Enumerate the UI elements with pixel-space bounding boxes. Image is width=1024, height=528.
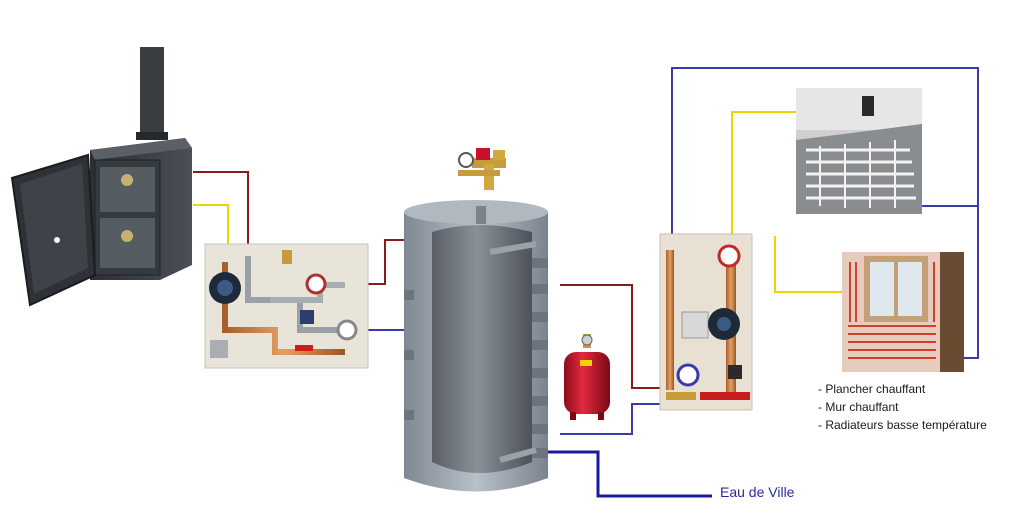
underfloor-heating-photo: [796, 88, 922, 214]
wood-stove: [10, 47, 192, 307]
safety-pressure-gauge: [458, 152, 474, 168]
tank-to-heating-hot-pipe: [560, 284, 662, 389]
wall-heating-photo: [842, 252, 964, 372]
stove-flow-pipe: [193, 171, 249, 250]
heating-thermometer: [717, 244, 741, 268]
boiler-gauge: [336, 319, 358, 341]
stove-upper-knob: [121, 174, 133, 186]
heating-pump-station: [659, 233, 753, 411]
tank-to-heating-cold-pipe: [560, 403, 660, 435]
boiler-pump-station: [204, 243, 369, 369]
buffer-tank: [404, 200, 548, 492]
stove-lower-knob: [121, 230, 133, 242]
water-supply-pipe: [540, 450, 712, 498]
heating-gauge: [676, 363, 700, 387]
heating-flow-yellow: [731, 111, 796, 234]
water-supply-label: Eau de Ville: [720, 484, 795, 500]
tank-inner-vessel: [432, 225, 532, 473]
heating-emitters-list: - Plancher chauffant - Mur chauffant - R…: [818, 380, 987, 434]
wall-flow-yellow: [774, 236, 842, 293]
stove-chimney: [140, 47, 164, 137]
stove-return-pipe: [193, 204, 229, 250]
tank-connections: [404, 258, 548, 458]
list-item: - Radiateurs basse température: [818, 418, 987, 432]
expansion-vessel: [564, 334, 610, 420]
list-item: - Mur chauffant: [818, 400, 899, 414]
expansion-vessel-body: [564, 352, 610, 414]
safety-valve-group: [458, 148, 506, 190]
list-item: - Plancher chauffant: [818, 382, 926, 396]
boiler-thermometer: [305, 273, 327, 295]
heating-return-loop: [671, 67, 979, 359]
